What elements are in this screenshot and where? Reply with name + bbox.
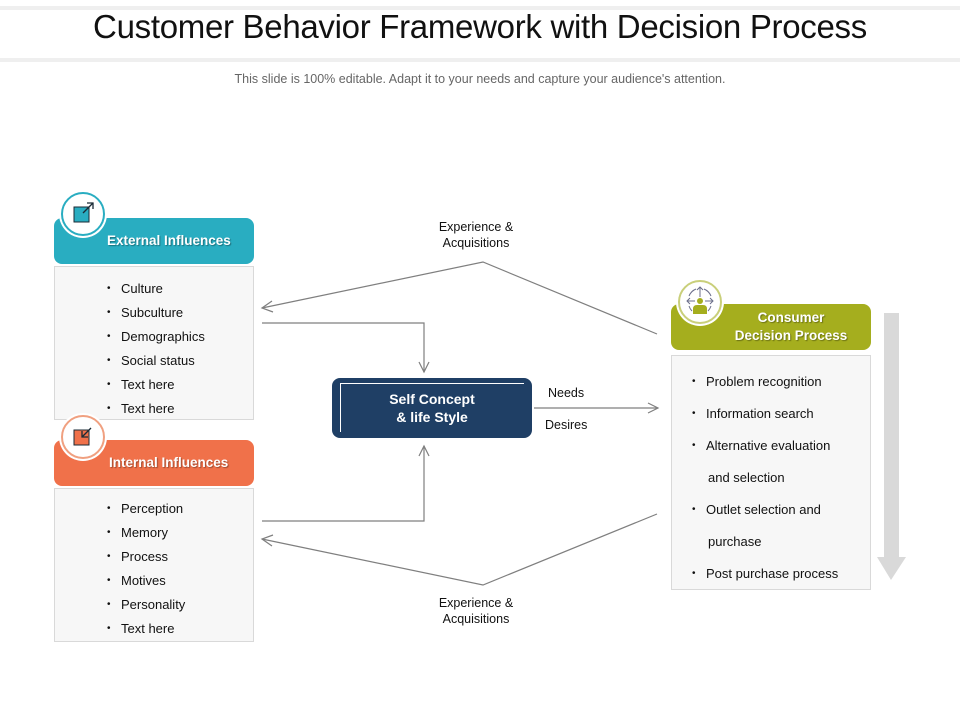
list-item: Demographics [107,325,205,349]
list-item-continuation: and selection [708,470,785,485]
top-experience-connector [261,261,658,335]
list-item: Alternative evaluation [692,430,838,462]
list-item: Post purchase process [692,558,838,590]
external-influences-title: External Influences [107,233,231,248]
list-item: Outlet selection and [692,494,838,526]
expand-arrow-icon [73,202,94,223]
bottom-experience-connector [261,513,658,586]
list-item: Text here [107,617,185,641]
internal-icon-circle [61,415,105,459]
top-experience-label-line2: Acquisitions [442,236,510,250]
list-item: Memory [107,521,185,545]
decision-process-header: Consumer Decision Process [671,304,871,350]
collapse-arrow-icon [73,427,92,446]
process-flow-arrow [877,313,906,580]
external-influences-list: Culture Subculture Demographics Social s… [54,266,254,421]
bottom-experience-label: Experience & Acquisitions [416,595,536,627]
list-item: Subculture [107,301,205,325]
bottom-experience-arrowhead [260,534,274,547]
external-to-center-connector [262,322,425,372]
needs-label: Needs [548,386,585,400]
self-concept-line2: & life Style [396,409,468,425]
self-concept-inner-frame [340,383,524,432]
list-item: Information search [692,398,838,430]
bottom-experience-label-line1: Experience & [438,596,514,610]
list-item: Problem recognition [692,366,838,398]
list-item: Culture [107,277,205,301]
decision-process-list: Problem recognition Information search A… [671,355,871,590]
list-item-continuation: purchase [708,534,762,549]
top-experience-arrowhead [260,300,274,313]
needs-desires-arrowhead [647,402,660,414]
list-item: Personality [107,593,185,617]
decision-process-title-line2: Decision Process [734,328,848,343]
bottom-experience-label-line2: Acquisitions [442,612,510,626]
external-icon-circle [61,192,105,236]
desires-label: Desires [545,418,588,432]
decision-person-icon [686,286,714,314]
internal-to-center-arrowhead [418,444,430,457]
page-subtitle: This slide is 100% editable. Adapt it to… [234,72,726,86]
internal-to-center-connector [262,446,425,522]
internal-influences-list: Perception Memory Process Motives Person… [54,488,254,642]
self-concept-box: Self Concept & life Style [332,378,532,438]
self-concept-line1: Self Concept [389,391,475,407]
list-item: Social status [107,349,205,373]
decision-process-title-line1: Consumer [757,310,825,325]
list-item: Process [107,545,185,569]
decision-icon-circle [678,280,722,324]
external-to-center-arrowhead [418,361,430,374]
top-experience-label-line1: Experience & [438,220,514,234]
list-item: Perception [107,497,185,521]
list-item: Text here [107,397,205,421]
title-bar [0,6,960,62]
top-experience-label: Experience & Acquisitions [416,219,536,251]
list-item: Text here [107,373,205,397]
internal-influences-title: Internal Influences [109,455,229,470]
page-title: Customer Behavior Framework with Decisio… [93,8,867,45]
list-item: Motives [107,569,185,593]
